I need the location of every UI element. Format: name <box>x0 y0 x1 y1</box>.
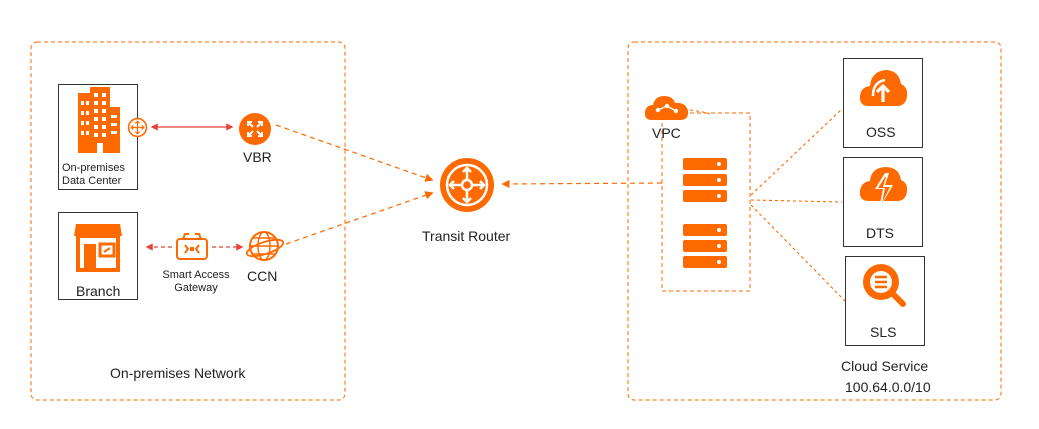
building-icon <box>78 87 120 153</box>
onprem-region-label: On-premises Network <box>110 365 246 381</box>
oss-label: OSS <box>866 124 896 140</box>
dts-label: DTS <box>866 225 894 241</box>
vpc-dts-link <box>750 199 843 203</box>
idc-label-line2: Data Center <box>62 175 122 187</box>
ccn-tr-link <box>285 191 434 245</box>
sls-label: SLS <box>870 324 897 340</box>
cloud-region <box>627 41 1002 401</box>
router-icon <box>239 113 271 145</box>
sls-icon <box>863 264 906 307</box>
vpc-sls-link <box>750 204 847 303</box>
branch-label: Branch <box>76 283 121 299</box>
globe-icon <box>245 231 285 261</box>
ccn-label: CCN <box>247 268 278 284</box>
storefront-icon <box>74 224 122 272</box>
transit-router-label: Transit Router <box>422 228 511 244</box>
vpc-oss-link <box>750 108 843 196</box>
server-icon <box>683 158 727 202</box>
sag-label-line1: Smart Access <box>162 269 230 281</box>
server-icon <box>683 224 727 268</box>
cloud-icon <box>644 96 689 120</box>
vbr-tr-link <box>275 124 434 182</box>
oss-icon <box>859 70 908 106</box>
vpc-cloud-link <box>689 109 711 115</box>
cloud-region-label: Cloud Service <box>841 358 929 374</box>
gateway-icon <box>176 233 208 260</box>
cloud-cidr-label: 100.64.0.0/10 <box>845 379 931 395</box>
transit-router-icon <box>440 158 494 212</box>
vbr-label: VBR <box>243 149 272 165</box>
idc-router-icon <box>127 117 148 138</box>
vpc-label: VPC <box>652 125 681 141</box>
vpc-tr-link <box>501 179 663 189</box>
onprem-region <box>30 41 346 401</box>
sag-label-line2: Gateway <box>174 282 218 294</box>
idc-label-line1: On-premises <box>62 162 125 174</box>
vpc-box <box>661 112 751 292</box>
dts-icon <box>859 167 908 209</box>
